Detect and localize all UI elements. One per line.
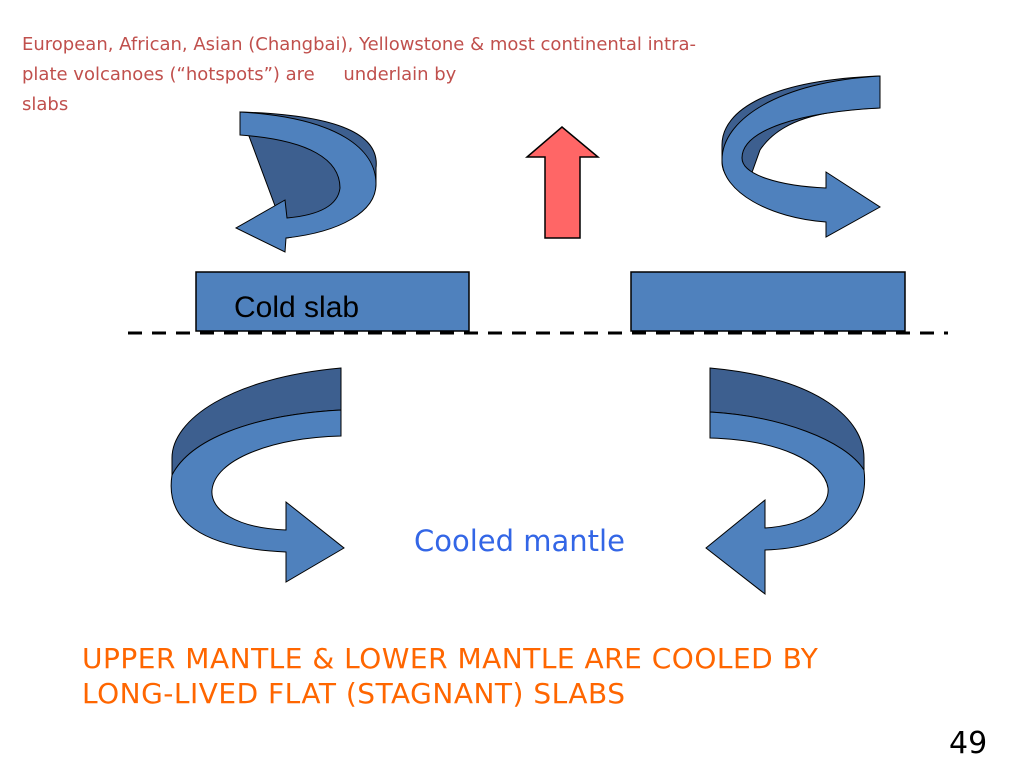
- slab-right: [630, 271, 906, 332]
- page-number: 49: [949, 726, 988, 761]
- curved-arrow-lower-left: [170, 367, 345, 583]
- header-line-3: slabs: [22, 94, 69, 115]
- header-text: European, African, Asian (Changbai), Yel…: [22, 30, 822, 120]
- cold-slab-left: [195, 271, 470, 332]
- header-line-1: European, African, Asian (Changbai), Yel…: [22, 34, 697, 55]
- upwelling-arrow: [524, 126, 601, 239]
- cooled-mantle-label: Cooled mantle: [414, 524, 625, 558]
- cold-slab-label: Cold slab: [234, 291, 360, 324]
- curved-arrow-upper-left: [234, 111, 377, 253]
- curved-arrow-lower-right: [705, 367, 866, 596]
- curved-arrow-upper-right: [721, 75, 881, 238]
- conclusion-line-2: LONG-LIVED FLAT (STAGNANT) SLABS: [82, 677, 626, 710]
- header-line-2: plate volcanoes (“hotspots”) are underla…: [22, 64, 457, 85]
- conclusion-line-1: UPPER MANTLE & LOWER MANTLE ARE COOLED B…: [82, 642, 819, 675]
- conclusion-text: UPPER MANTLE & LOWER MANTLE ARE COOLED B…: [82, 641, 982, 711]
